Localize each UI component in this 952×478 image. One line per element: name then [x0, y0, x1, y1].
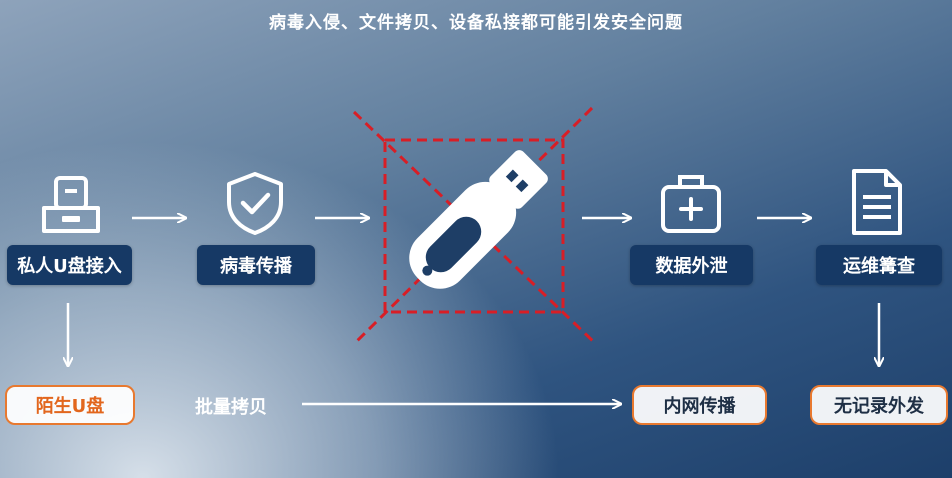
document-icon	[852, 169, 902, 235]
intranet-spread-tag: 内网传播	[632, 385, 767, 425]
node-virus-spread: 病毒传播	[197, 245, 315, 285]
batch-copy-label: 批量拷贝	[195, 397, 267, 418]
unrecorded-outgoing-tag: 无记录外发	[810, 385, 948, 425]
usb-drive-crossed-icon	[352, 106, 598, 346]
usb-device-icon	[42, 176, 100, 233]
node-data-leak: 数据外泄	[630, 245, 753, 285]
strange-usb-tag: 陌生U盘	[5, 385, 135, 425]
page-title: 病毒入侵、文件拷贝、设备私接都可能引发安全问题	[269, 13, 683, 33]
node-ops-check: 运维篝查	[816, 245, 942, 285]
medical-kit-icon	[661, 175, 721, 233]
node-private-usb: 私人U盘接入	[7, 245, 132, 285]
shield-check-icon	[227, 172, 283, 235]
